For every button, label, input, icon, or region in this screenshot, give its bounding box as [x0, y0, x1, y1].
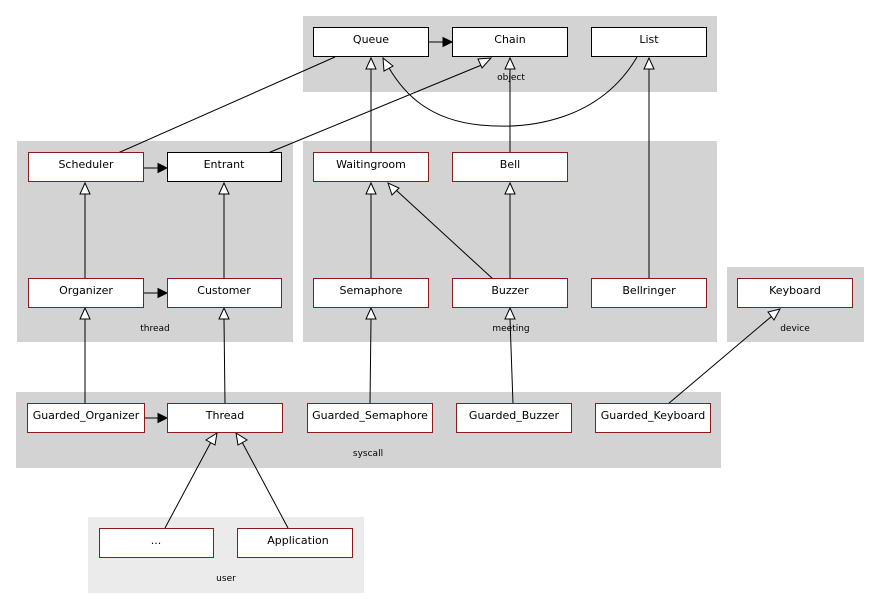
- class-label: Bell: [500, 158, 520, 171]
- class-entrant[interactable]: Entrant: [167, 152, 282, 182]
- class-buzzer[interactable]: Buzzer: [452, 278, 568, 308]
- class-organizer[interactable]: Organizer: [28, 278, 144, 308]
- package-label-user: user: [216, 574, 236, 584]
- class-label: Bellringer: [622, 284, 676, 297]
- class-list[interactable]: List: [591, 27, 707, 57]
- edges: [79, 36, 781, 529]
- class-label: Entrant: [204, 158, 245, 171]
- class-label: Organizer: [59, 284, 113, 297]
- package-label-object: object: [497, 73, 525, 83]
- class-chain[interactable]: Chain: [452, 27, 568, 57]
- class-label: Thread: [205, 409, 244, 422]
- class-bellringer[interactable]: Bellringer: [591, 278, 707, 308]
- class-label: Semaphore: [340, 284, 403, 297]
- class-customer[interactable]: Customer: [167, 278, 282, 308]
- class-application[interactable]: Application: [237, 528, 353, 558]
- class-label: Customer: [197, 284, 251, 297]
- class-label: Application: [267, 534, 328, 547]
- package-label-thread: thread: [140, 324, 170, 334]
- class-guarded-buzzer[interactable]: Guarded_Buzzer: [456, 403, 572, 433]
- class-waitingroom[interactable]: Waitingroom: [313, 152, 429, 182]
- class-guarded-organizer[interactable]: Guarded_Organizer: [27, 403, 145, 433]
- class-label: Guarded_Semaphore: [312, 409, 428, 422]
- package-label-syscall: syscall: [353, 449, 383, 459]
- class-scheduler[interactable]: Scheduler: [28, 152, 144, 182]
- package-label-device: device: [780, 324, 810, 334]
- class-label: Buzzer: [491, 284, 529, 297]
- class-label: Guarded_Keyboard: [601, 409, 706, 422]
- class-label: Chain: [494, 33, 525, 46]
- class-label: Scheduler: [58, 158, 114, 171]
- class-guarded-keyboard[interactable]: Guarded_Keyboard: [595, 403, 711, 433]
- class-label: Guarded_Organizer: [33, 409, 140, 422]
- class-label: Queue: [353, 33, 389, 46]
- class-label: Guarded_Buzzer: [469, 409, 560, 422]
- class-ellipsis[interactable]: ...: [99, 528, 214, 558]
- class-label: Keyboard: [769, 284, 821, 297]
- class-label: ...: [151, 534, 162, 547]
- class-thread[interactable]: Thread: [167, 403, 283, 433]
- class-label: List: [639, 33, 659, 46]
- class-semaphore[interactable]: Semaphore: [313, 278, 429, 308]
- class-label: Waitingroom: [336, 158, 406, 171]
- class-keyboard[interactable]: Keyboard: [737, 278, 853, 308]
- package-label-meeting: meeting: [492, 324, 529, 334]
- class-queue[interactable]: Queue: [313, 27, 429, 57]
- class-bell[interactable]: Bell: [452, 152, 568, 182]
- class-guarded-semaphore[interactable]: Guarded_Semaphore: [307, 403, 433, 433]
